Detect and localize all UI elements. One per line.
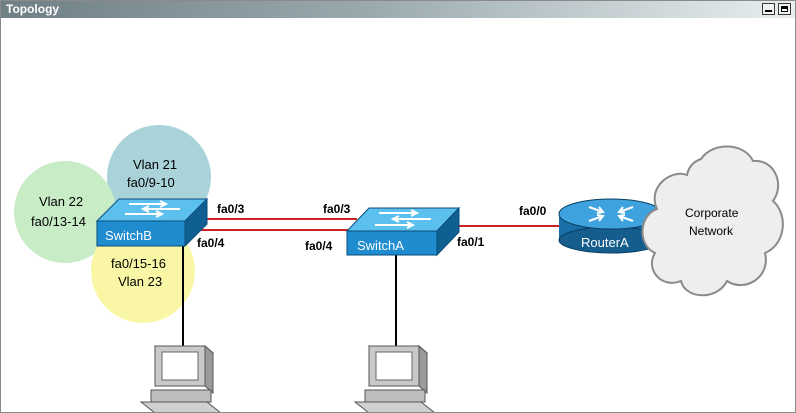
cloud-label-line1: Corporate [685, 206, 739, 220]
port-label-swb-fa04: fa0/4 [197, 236, 225, 250]
minimize-icon[interactable] [762, 3, 775, 15]
port-label-ra-fa00: fa0/0 [519, 204, 547, 218]
corporate-network-cloud[interactable]: Corporate Network [641, 145, 784, 297]
switcha-label: SwitchA [357, 238, 404, 253]
vlan23-name: Vlan 23 [118, 274, 162, 289]
vlan21-name: Vlan 21 [133, 157, 177, 172]
port-label-swa-fa01: fa0/1 [457, 235, 485, 249]
window-title: Topology [6, 2, 60, 16]
pc2-icon[interactable] [353, 344, 435, 412]
vlan22-ports: fa0/13-14 [31, 214, 86, 229]
switcha-device[interactable]: SwitchA [345, 206, 461, 257]
vlan22-zone [14, 161, 116, 263]
routera-label: RouterA [581, 235, 629, 250]
port-label-swb-fa03: fa0/3 [217, 202, 245, 216]
port-label-swa-fa03: fa0/3 [323, 202, 351, 216]
switchb-device[interactable]: SwitchB [95, 197, 209, 248]
maximize-icon[interactable] [778, 3, 791, 15]
vlan22-name: Vlan 22 [39, 194, 83, 209]
cloud-label-line2: Network [689, 224, 734, 238]
switchb-label: SwitchB [105, 228, 152, 243]
pc1-icon[interactable] [139, 344, 221, 412]
vlan21-ports: fa0/9-10 [127, 175, 175, 190]
port-label-swa-fa04: fa0/4 [305, 239, 333, 253]
vlan23-ports: fa0/15-16 [111, 256, 166, 271]
title-bar[interactable]: Topology [1, 1, 795, 18]
